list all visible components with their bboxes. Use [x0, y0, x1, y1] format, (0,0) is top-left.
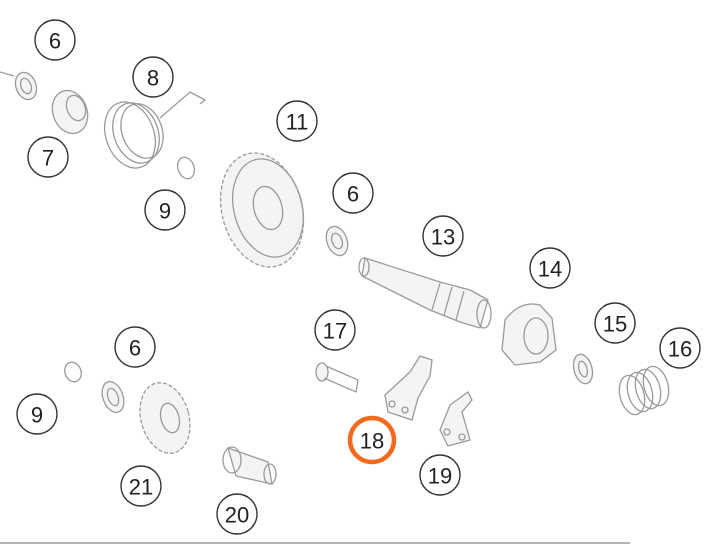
callout-9: 9 [144, 189, 186, 231]
callout-6: 6 [114, 326, 156, 368]
callout-circle [594, 302, 636, 344]
callout-7: 7 [27, 136, 69, 178]
compression-spring-part [618, 365, 670, 416]
callout-number: 11 [286, 110, 309, 135]
callout-16: 16 [659, 327, 701, 369]
washer-part [572, 353, 594, 385]
callout-circle [659, 327, 701, 369]
callout-number: 16 [668, 337, 692, 362]
kickstarter-shaft-part [358, 257, 492, 329]
callout-17: 17 [314, 309, 356, 351]
callout-8: 8 [132, 56, 174, 98]
callout-number: 7 [42, 146, 54, 171]
callout-circle [16, 393, 58, 435]
idler-bushing-part [222, 446, 277, 485]
callout-13: 13 [422, 215, 464, 257]
highlight-ring [347, 415, 397, 465]
bolt-part [315, 362, 359, 393]
callout-circle [144, 189, 186, 231]
callout-circle [276, 100, 318, 142]
callout-circle [120, 465, 162, 507]
callout-circle [332, 172, 374, 214]
callout-9: 9 [16, 393, 58, 435]
callout-11: 11 [276, 100, 318, 142]
callout-circle [422, 215, 464, 257]
callout-circle [314, 309, 356, 351]
idler-gear-part [139, 382, 191, 454]
callout-number: 20 [225, 503, 249, 528]
callout-circle [529, 247, 571, 289]
guide-plate-part [384, 355, 433, 421]
callout-21: 21 [120, 465, 162, 507]
circlip-part [176, 156, 196, 180]
callout-number: 19 [428, 464, 452, 489]
callout-circle [34, 19, 76, 61]
callout-number: 9 [159, 199, 171, 224]
lever-plate-part [439, 391, 473, 447]
callout-labels: 6 8 7 9 11 6 13 14 15 16 17 6 9 18 19 21 20 [16, 19, 701, 535]
callout-circle [216, 493, 258, 535]
callout-number: 14 [538, 257, 562, 282]
callout-number: 21 [129, 475, 153, 500]
washer-part [14, 71, 38, 101]
part-drawings [0, 71, 670, 485]
callout-circle [114, 326, 156, 368]
callout-circle [419, 454, 461, 496]
callout-circle [132, 56, 174, 98]
circlip-part [64, 361, 82, 383]
callout-number: 17 [323, 319, 347, 344]
callout-circle [27, 136, 69, 178]
callout-number: 6 [49, 29, 61, 54]
ratchet-part [501, 303, 557, 366]
callout-18: 18 [347, 415, 397, 465]
callout-20: 20 [216, 493, 258, 535]
callout-number: 6 [129, 336, 141, 361]
callout-6: 6 [34, 19, 76, 61]
callout-6: 6 [332, 172, 374, 214]
callout-number: 13 [431, 225, 455, 250]
callout-number: 18 [360, 429, 384, 454]
callout-15: 15 [594, 302, 636, 344]
washer-part [325, 225, 349, 257]
kick-gear-part [219, 152, 305, 268]
callout-14: 14 [529, 247, 571, 289]
callout-number: 8 [147, 66, 159, 91]
callout-19: 19 [419, 454, 461, 496]
callout-number: 6 [347, 182, 359, 207]
callout-number: 15 [603, 312, 627, 337]
washer-part [101, 380, 125, 414]
bushing-part [51, 89, 89, 135]
callout-number: 9 [31, 403, 43, 428]
kick-spring-part [103, 91, 207, 169]
